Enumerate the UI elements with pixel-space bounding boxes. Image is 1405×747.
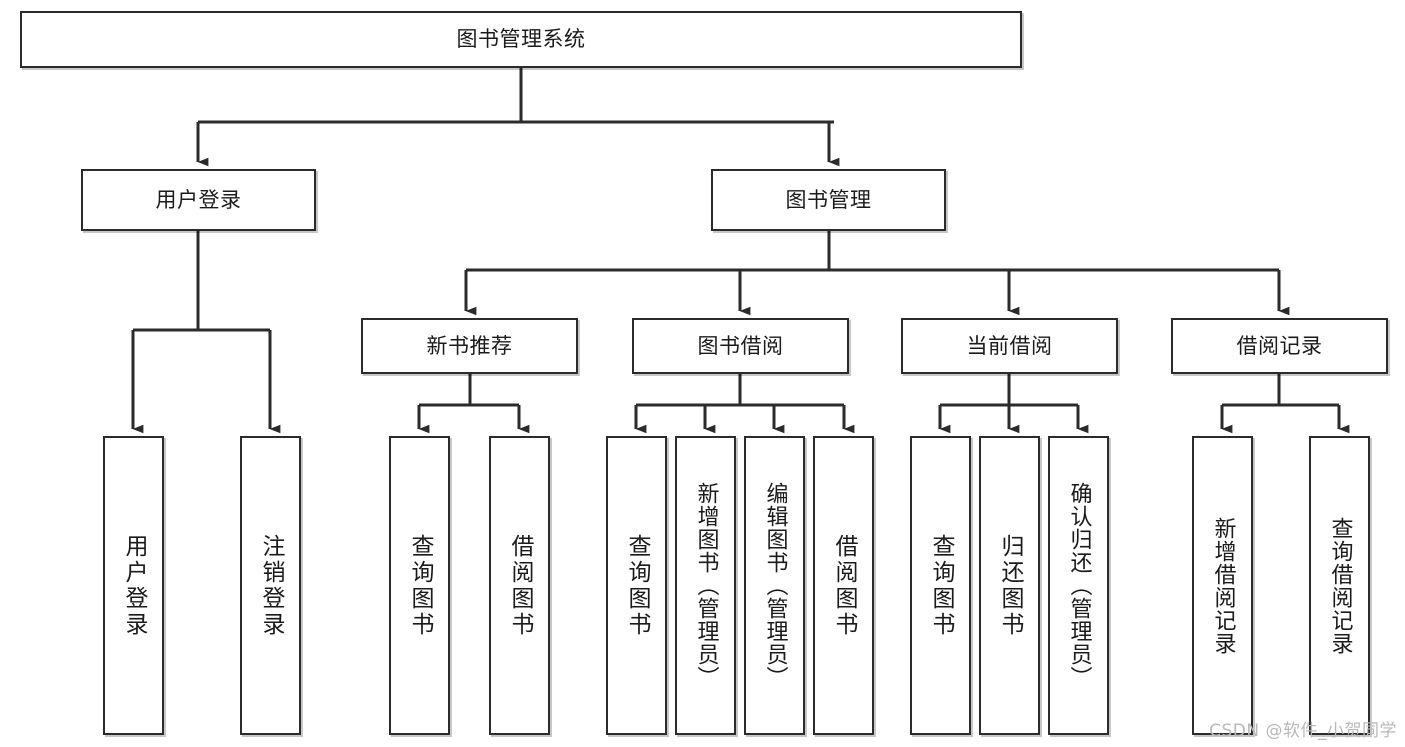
leaf-currentborrow-query-book[interactable]: 查询图书 (910, 436, 971, 735)
watermark-csdn: CSDN @软件_小贺同学 (1209, 721, 1397, 741)
leaf-bookborrow-query-book[interactable]: 查询图书 (606, 436, 667, 735)
node-root-book-management-system[interactable]: 图书管理系统 (20, 11, 1022, 68)
node-label: 用户登录 (155, 187, 242, 212)
leaf-user-login[interactable]: 用户登录 (103, 436, 164, 735)
node-label: 注销登录 (258, 533, 284, 638)
node-label: 借阅图书 (831, 533, 857, 638)
node-label: 查询图书 (407, 533, 433, 638)
node-label: 确认归还（管理员） (1066, 482, 1092, 689)
node-label: 图书管理系统 (456, 27, 586, 52)
node-label: 编辑图书（管理员） (762, 482, 788, 689)
node-label: 图书借阅 (697, 333, 784, 358)
node-label: 借阅记录 (1236, 333, 1323, 358)
leaf-currentborrow-return-book[interactable]: 归还图书 (979, 436, 1040, 735)
leaf-borrowrecord-add-record[interactable]: 新增借阅记录 (1192, 436, 1253, 735)
leaf-newbook-query-book[interactable]: 查询图书 (389, 436, 450, 735)
leaf-newbook-borrow-book[interactable]: 借阅图书 (489, 436, 550, 735)
node-label: 新增图书（管理员） (693, 482, 719, 689)
node-label: 借阅图书 (507, 533, 533, 638)
node-label: 查询图书 (928, 533, 954, 638)
node-label: 查询借阅记录 (1327, 516, 1353, 655)
node-user-login[interactable]: 用户登录 (81, 169, 316, 231)
node-label: 查询图书 (624, 533, 650, 638)
node-new-book-recommend[interactable]: 新书推荐 (361, 318, 578, 374)
node-label: 新增借阅记录 (1210, 516, 1236, 655)
leaf-bookborrow-add-book-admin[interactable]: 新增图书（管理员） (675, 436, 736, 735)
node-current-borrow[interactable]: 当前借阅 (901, 318, 1118, 374)
node-label: 图书管理 (785, 187, 872, 212)
leaf-user-logout[interactable]: 注销登录 (240, 436, 301, 735)
node-label: 当前借阅 (966, 333, 1053, 358)
node-label: 新书推荐 (426, 333, 513, 358)
node-label: 用户登录 (121, 533, 147, 638)
node-borrow-record[interactable]: 借阅记录 (1171, 318, 1388, 374)
node-book-management[interactable]: 图书管理 (711, 169, 946, 231)
leaf-borrowrecord-query-record[interactable]: 查询借阅记录 (1309, 436, 1370, 735)
leaf-currentborrow-confirm-return-admin[interactable]: 确认归还（管理员） (1048, 436, 1109, 735)
node-book-borrow[interactable]: 图书借阅 (632, 318, 849, 374)
node-label: 归还图书 (997, 533, 1023, 638)
leaf-bookborrow-borrow-book[interactable]: 借阅图书 (813, 436, 874, 735)
leaf-bookborrow-edit-book-admin[interactable]: 编辑图书（管理员） (744, 436, 805, 735)
